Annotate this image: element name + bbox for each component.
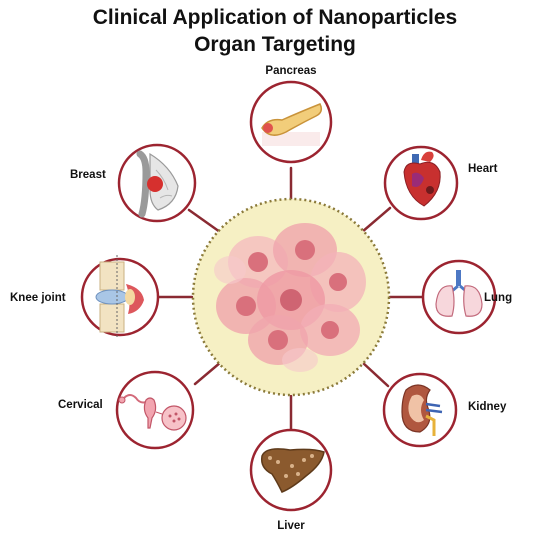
organ-label-heart: Heart [468, 163, 498, 175]
connector-heart [360, 206, 392, 234]
kidney-icon [401, 384, 443, 436]
organ-label-pancreas: Pancreas [265, 65, 316, 77]
lung-icon [435, 270, 483, 317]
organ-cervical: Cervical [58, 370, 195, 450]
title-line-1: Clinical Application of Nanoparticles [92, 6, 458, 29]
liver-icon [260, 448, 325, 493]
uterus-icon [118, 394, 187, 431]
organ-kidney: Kidney [382, 372, 507, 448]
organ-liver: Liver [249, 428, 333, 532]
organ-label-breast: Breast [70, 169, 106, 181]
organ-label-cervical: Cervical [58, 399, 103, 411]
organ-label-liver: Liver [277, 520, 305, 532]
connector-kidney [360, 360, 390, 388]
pancreas-icon [261, 103, 323, 146]
title-line-2: Organ Targeting [194, 33, 356, 56]
heart-icon [403, 151, 441, 207]
organ-breast: Breast [70, 143, 197, 223]
connector-lines [156, 166, 426, 432]
breast-icon [136, 150, 179, 218]
organ-lung: Lung [421, 259, 512, 335]
diagram-title: Clinical Application of Nanoparticles Or… [0, 4, 550, 58]
organ-pancreas: Pancreas [249, 65, 333, 164]
connector-cervical [193, 360, 223, 386]
central-cell-cluster [191, 197, 391, 397]
organ-label-lung: Lung [484, 292, 512, 304]
cancer-cell-cluster-icon [214, 223, 366, 372]
knee-joint-icon [95, 255, 144, 339]
organ-label-kidney: Kidney [468, 401, 507, 413]
organ-heart: Heart [383, 145, 498, 221]
connector-breast [187, 208, 222, 234]
organ-knee: Knee joint [10, 255, 160, 339]
organ-label-knee: Knee joint [10, 292, 66, 304]
